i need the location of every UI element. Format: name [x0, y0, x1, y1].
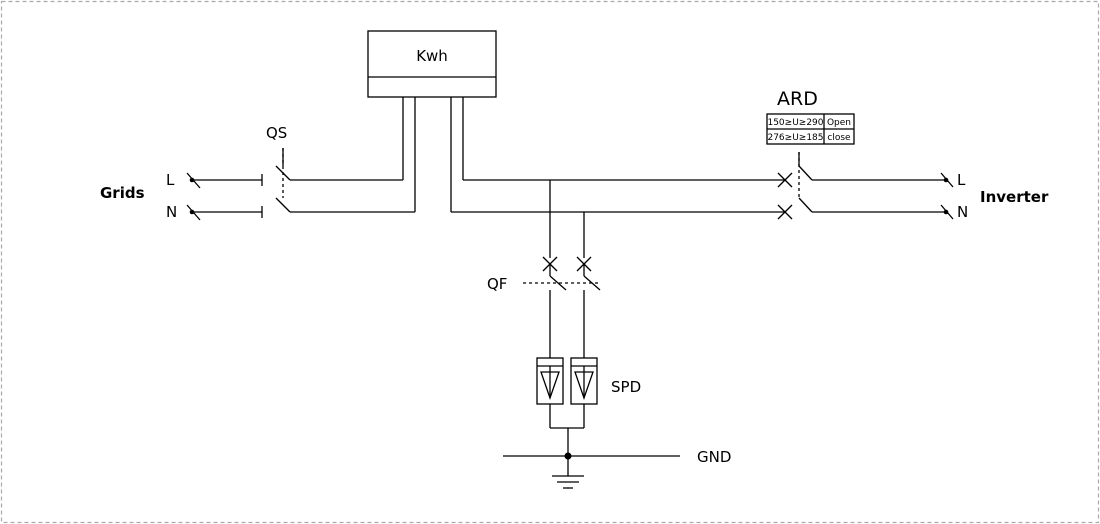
ard-row1-state: Open — [827, 118, 851, 128]
kwh-meter — [367, 30, 497, 98]
ard-label: ARD — [777, 88, 818, 110]
qf-label: QF — [487, 275, 507, 293]
qf-breaker — [523, 256, 601, 291]
qs-label: QS — [266, 124, 287, 142]
grid-n-label: N — [166, 203, 177, 221]
ard-row2-state: close — [827, 133, 851, 143]
ard-contactor — [777, 152, 813, 220]
spd-label: SPD — [611, 378, 641, 396]
inverter-n-label: N — [957, 203, 968, 221]
earth-ground-icon — [552, 475, 584, 489]
gnd-label: GND — [697, 448, 731, 466]
grid-l-label: L — [166, 171, 175, 189]
inverter-label: Inverter — [980, 188, 1049, 206]
inverter-l-label: L — [957, 171, 966, 189]
qs-switch — [275, 148, 291, 213]
inverter-n-terminal — [940, 204, 954, 220]
gnd-junction — [564, 452, 572, 460]
ard-row1-range: 150≥U≥290 — [767, 118, 823, 128]
ard-threshold-table — [766, 113, 855, 145]
inverter-l-terminal — [940, 172, 954, 188]
ard-row2-range: 276≥U≥185 — [767, 133, 823, 143]
kwh-label: Kwh — [416, 47, 448, 65]
grids-label: Grids — [100, 184, 145, 202]
spd-surge-protector — [536, 357, 598, 405]
